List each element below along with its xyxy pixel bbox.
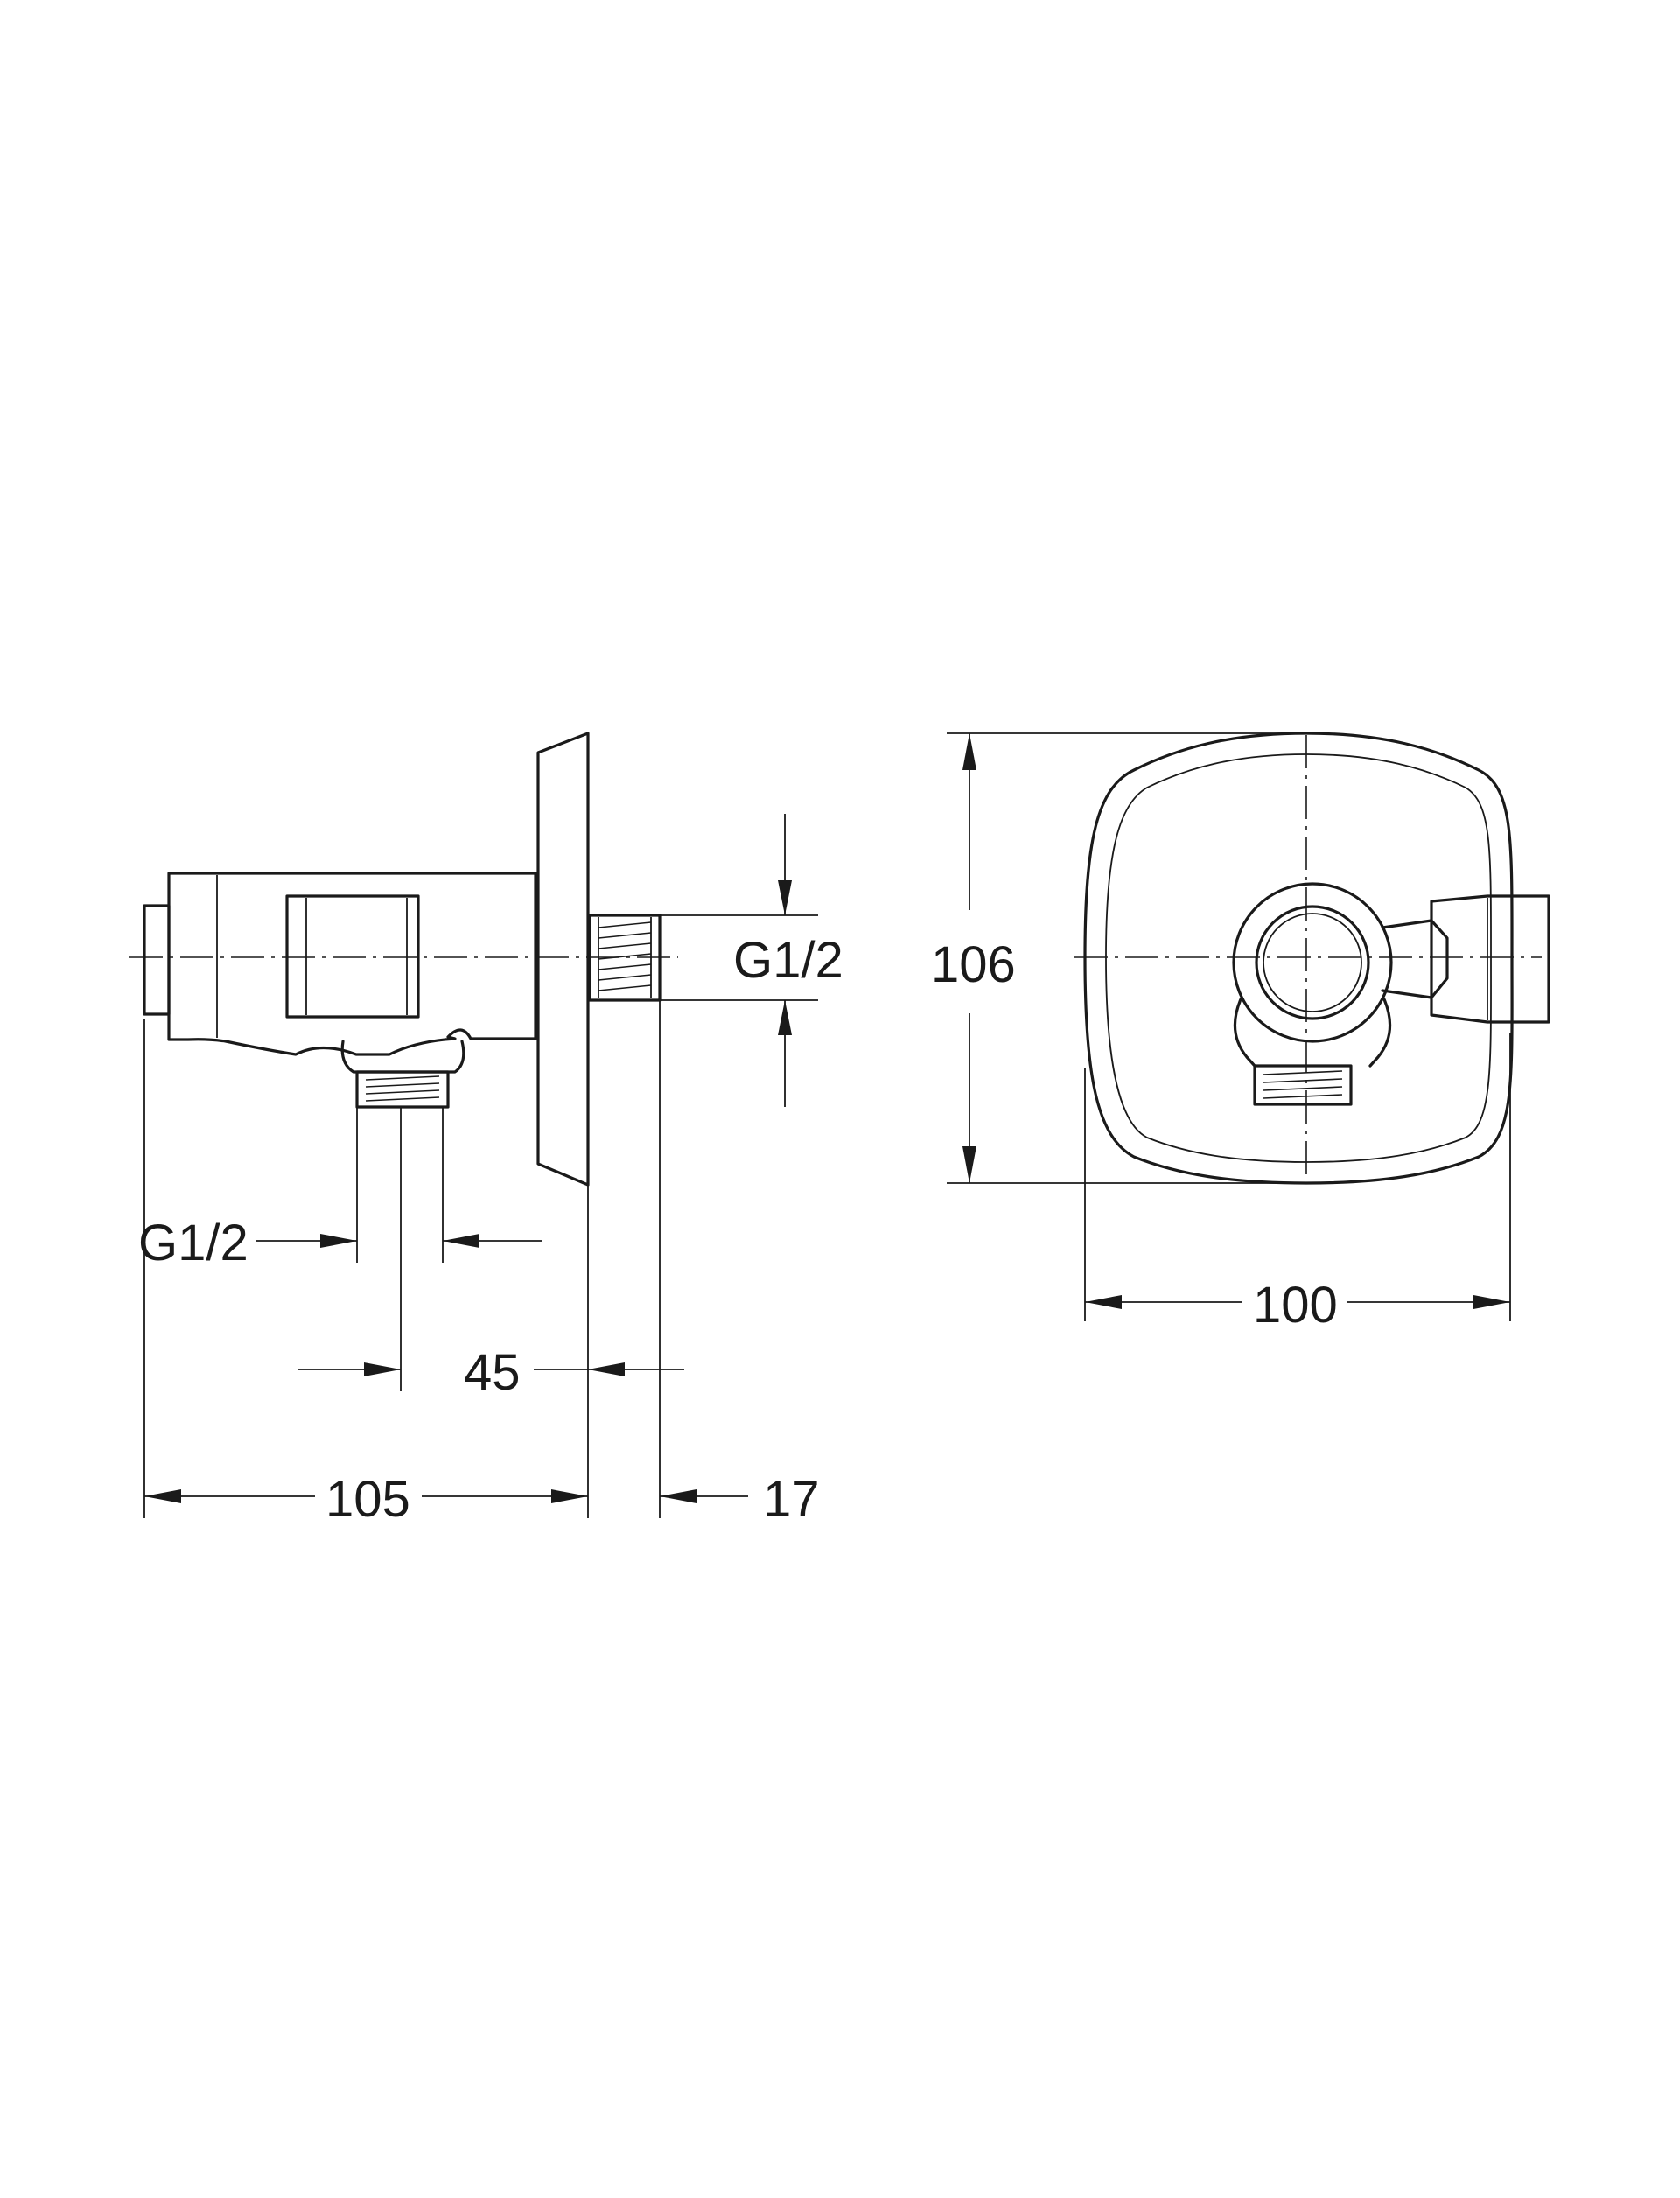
hose-holder [285, 894, 420, 1018]
valve-round-inner [1255, 905, 1370, 1020]
outlet-thread-label: G1/2 [138, 1214, 248, 1271]
outlet-thread-lines [365, 1075, 440, 1102]
front-outlet-thread [1253, 1064, 1353, 1106]
valve-round-outer [1232, 882, 1393, 1043]
side-view: G1/2 G1/2 45 10 [130, 732, 844, 1528]
outlet-offset-label: 45 [464, 1344, 521, 1401]
height-label: 106 [931, 936, 1016, 993]
width-label: 100 [1253, 1277, 1338, 1334]
front-outlet-neck [1233, 998, 1392, 1068]
overall-length-label: 105 [326, 1471, 410, 1528]
inlet-thread-label: G1/2 [733, 932, 844, 989]
width-dimension: 100 [1084, 1032, 1511, 1334]
outlet-neck [340, 1040, 466, 1074]
front-outlet-thread-lines [1263, 1070, 1343, 1099]
height-dimension: 106 [931, 732, 1306, 1184]
valve-round-bore [1263, 913, 1362, 1012]
thread-length-label: 17 [763, 1471, 820, 1528]
rosette-inner [1105, 753, 1492, 1163]
holder-arm [1381, 919, 1449, 999]
valve-body [167, 872, 537, 1056]
overall-length-dimension: 105 [144, 1019, 588, 1528]
outlet-offset-dimension: 45 [298, 1107, 684, 1518]
front-view: 106 100 [931, 732, 1550, 1334]
end-cap [143, 904, 171, 1016]
inlet-thread-lines [598, 921, 652, 991]
outlet-thread-dimension: G1/2 [138, 1107, 542, 1271]
thread-length-dimension: 17 [659, 1000, 820, 1528]
inlet-thread-dimension: G1/2 [660, 814, 844, 1107]
front-hose-holder [1430, 894, 1550, 1024]
inlet-thread [588, 914, 662, 1002]
wall-flange [536, 732, 590, 1186]
outlet-thread [355, 1070, 450, 1109]
